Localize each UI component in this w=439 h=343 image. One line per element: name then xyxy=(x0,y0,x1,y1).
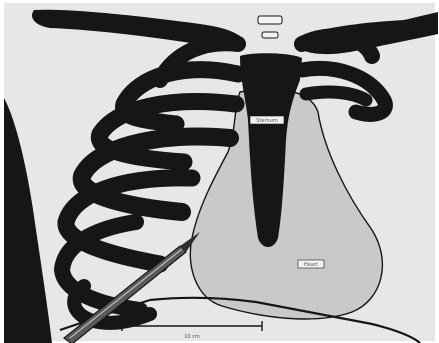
manubrium-notch xyxy=(258,16,282,24)
jugular-mark xyxy=(262,32,278,38)
sternum-label: Sternum xyxy=(256,118,278,124)
heart-label: Heart xyxy=(304,262,318,268)
scale-bar-label: 10 cm xyxy=(184,334,200,340)
